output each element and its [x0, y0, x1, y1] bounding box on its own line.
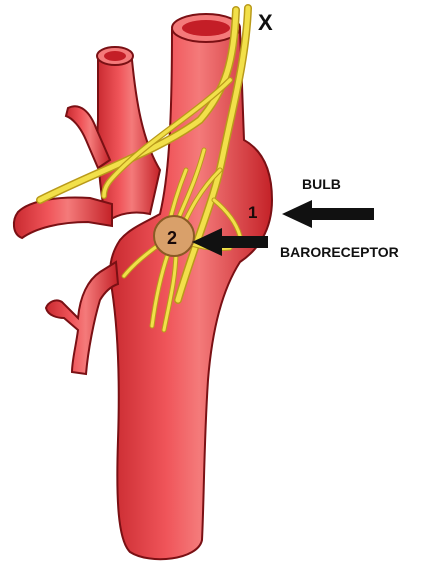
vagus-nerve-label: X [258, 10, 273, 36]
marker-2: 2 [167, 228, 177, 249]
bulb-arrow [282, 200, 374, 228]
external-carotid-lumen [104, 51, 126, 61]
branch-lower-left [46, 262, 118, 374]
baroreceptor-label: BARORECEPTOR [280, 244, 399, 260]
branch-left [14, 198, 112, 238]
internal-carotid-lumen [182, 20, 230, 36]
marker-1: 1 [248, 203, 257, 223]
bulb-label: BULB [302, 176, 341, 192]
